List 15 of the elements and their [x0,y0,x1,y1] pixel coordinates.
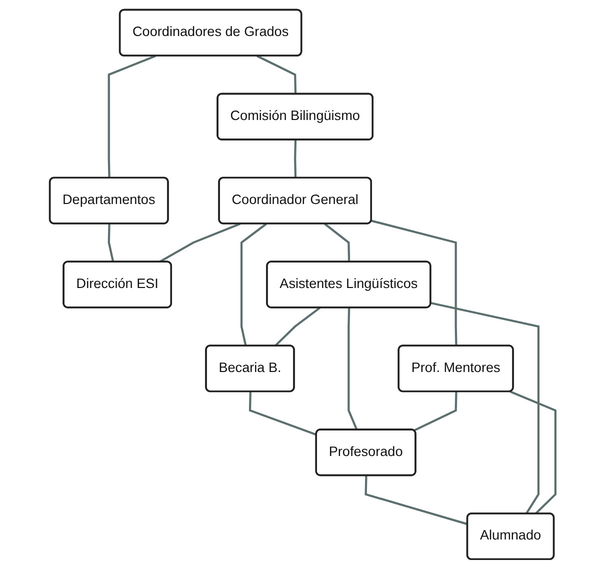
connector [257,55,297,94]
connector [294,140,297,178]
connector [108,224,115,262]
connector [414,392,458,432]
connector [274,306,321,347]
connector [365,476,468,526]
connector [372,220,458,346]
connector [240,223,268,346]
connector [159,222,241,263]
connector [510,390,557,515]
connector [249,392,318,436]
connector [348,308,358,430]
connector [108,55,156,178]
connector [430,302,540,514]
connector [324,223,351,262]
